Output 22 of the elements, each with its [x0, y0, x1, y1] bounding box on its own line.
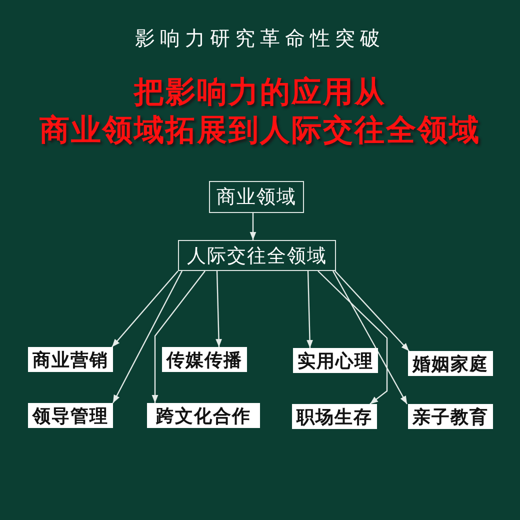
category-box: 传媒传播: [162, 347, 247, 372]
arrow: [216, 270, 222, 348]
arrow: [334, 270, 410, 352]
title: 影响力研究革命性突破: [134, 25, 386, 51]
category-box: 亲子教育: [408, 404, 493, 429]
domain-box: 人际交往全领域: [178, 240, 336, 271]
category-box: 商业营销: [28, 347, 113, 372]
category-box: 实用心理: [293, 348, 378, 373]
arrow: [112, 270, 183, 404]
category-box: 婚姻家庭: [408, 351, 493, 376]
arrow: [306, 270, 313, 348]
category-box: 职场生存: [292, 404, 377, 429]
arrow: [332, 270, 408, 404]
arrow: [318, 270, 388, 404]
headline: 把影响力的应用从: [132, 75, 387, 111]
arrow: [152, 270, 206, 403]
arrow: [250, 213, 256, 240]
category-box: 跨文化合作: [147, 403, 260, 428]
category-box: 领导管理: [28, 403, 113, 428]
domain-box: 商业领域: [209, 181, 304, 213]
headline: 商业领域拓展到人际交往全领域: [38, 113, 482, 149]
arrow: [112, 270, 178, 348]
